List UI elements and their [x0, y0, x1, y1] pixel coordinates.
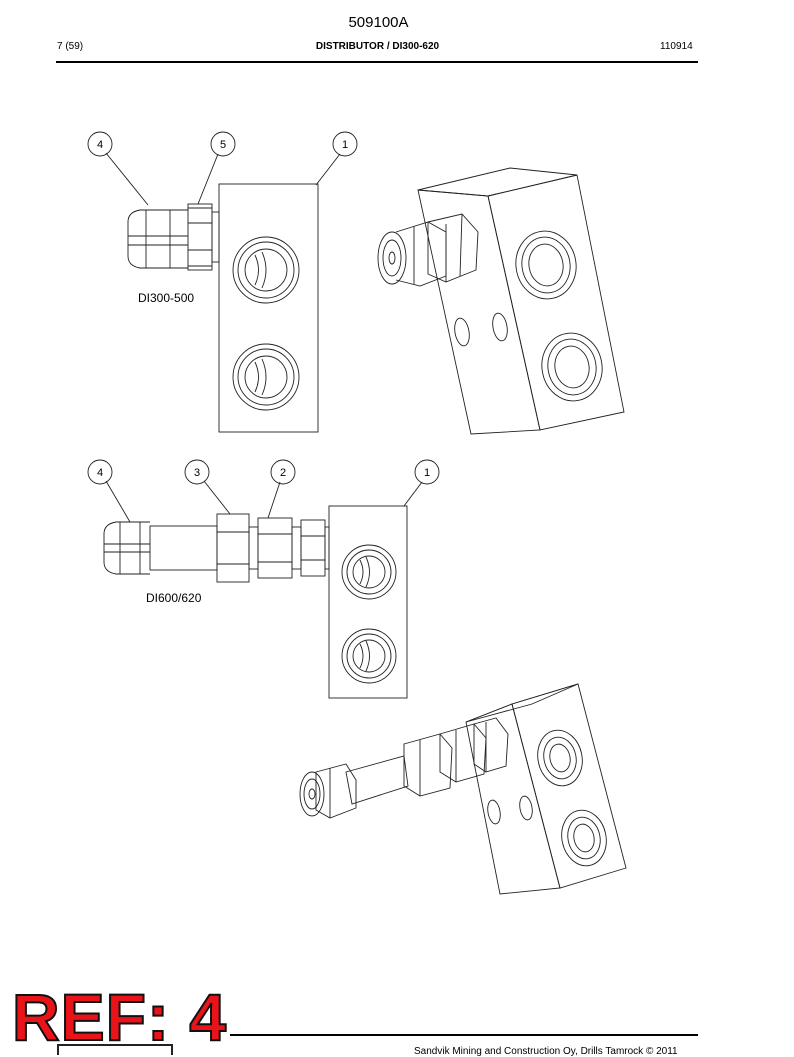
figure-label-di600-620: DI600/620 — [146, 591, 202, 605]
callout-top-1: 1 — [342, 139, 348, 151]
figure-label-di300-500: DI300-500 — [138, 291, 194, 305]
document-number: 509100A — [348, 14, 409, 31]
sandvik-logo — [57, 1044, 173, 1055]
callout-bottom-1: 1 — [424, 467, 430, 479]
date-code: 110914 — [660, 41, 693, 52]
callout-bottom-3: 3 — [194, 467, 200, 479]
front-view-di300-500 — [127, 183, 319, 433]
header-rule — [56, 61, 698, 63]
page-number: 7 (59) — [57, 41, 84, 52]
port-lower — [232, 343, 300, 411]
front-view-di600-620 — [103, 505, 408, 699]
iso-view-di600-620 — [299, 683, 627, 895]
callout-bottom-2: 2 — [280, 467, 286, 479]
callout-top-4: 4 — [97, 139, 103, 151]
document-title: DISTRIBUTOR / DI300-620 — [315, 41, 440, 52]
ref-stamp: REF: 4 — [11, 980, 228, 1054]
footer-copyright: Sandvik Mining and Construction Oy, Dril… — [414, 1046, 678, 1057]
port-upper — [232, 236, 300, 304]
callout-top-5: 5 — [220, 139, 226, 151]
callout-bottom-4: 4 — [97, 467, 103, 479]
footer-rule — [230, 1034, 698, 1036]
iso-view-di300-500 — [377, 167, 625, 435]
